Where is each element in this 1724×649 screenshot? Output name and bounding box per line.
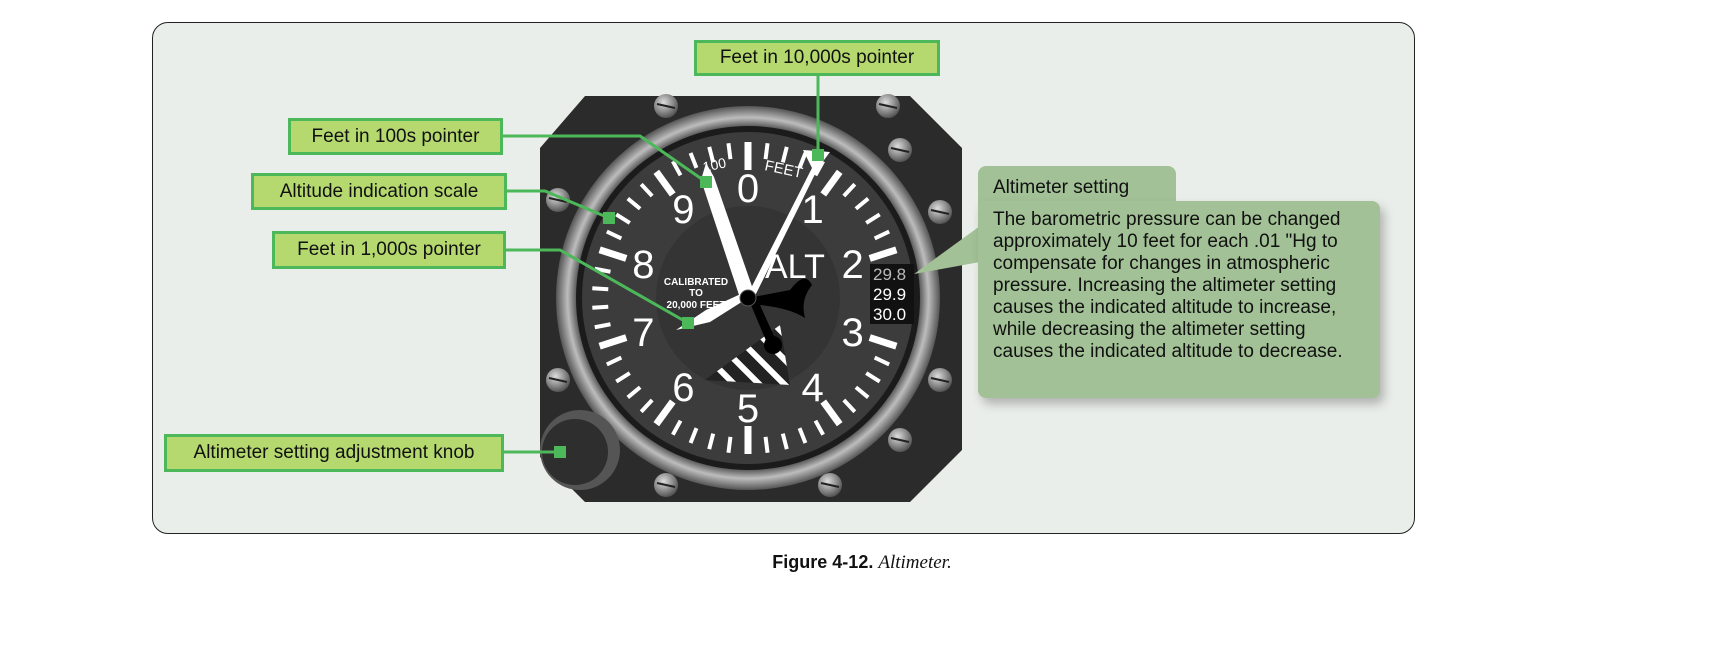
kollsman-value: 29.9 [873, 285, 906, 304]
scale-tick [820, 399, 843, 427]
scale-number: 7 [632, 311, 654, 355]
scale-number: 9 [672, 188, 694, 232]
scale-tick [707, 146, 716, 163]
scale-tick [639, 182, 654, 198]
scale-tick [592, 304, 609, 310]
scale-tick [605, 355, 623, 367]
scale-tick [854, 197, 870, 211]
scale-tick [598, 334, 628, 350]
calibrated-text: CALIBRATED [664, 277, 728, 288]
scale-tick [598, 246, 628, 262]
kollsman-window [870, 264, 914, 324]
scale-tick [626, 197, 642, 211]
scale-tick [653, 169, 676, 197]
scale-tick [797, 152, 808, 169]
scale-number: 4 [802, 366, 824, 410]
scale-number: 2 [841, 243, 863, 287]
scale-tick [592, 286, 609, 292]
pointer-100s [701, 163, 755, 301]
callout-title: Altimeter setting [978, 166, 1176, 206]
scale-tick [865, 371, 881, 384]
label-10000s-pointer: Feet in 10,000s pointer [694, 40, 940, 76]
kollsman-value: 29.8 [873, 265, 906, 284]
scale-tick [594, 322, 611, 330]
label-100s-pointer: Feet in 100s pointer [288, 118, 503, 155]
scale-tick [688, 152, 699, 169]
caption-number: Figure 4-12. [772, 552, 874, 572]
scale-tick [842, 182, 857, 198]
scale-tick [653, 399, 676, 427]
scale-number: 1 [802, 188, 824, 232]
calibrated-to-text: TO [689, 288, 703, 299]
figure-caption: Figure 4-12. Altimeter. [0, 552, 1724, 574]
scale-tick [842, 398, 857, 414]
scale-tick [865, 212, 881, 225]
kollsman-value: 30.0 [873, 305, 906, 324]
scale-tick [726, 436, 733, 454]
scale-tick [763, 436, 770, 454]
scale-tick [726, 142, 733, 160]
scale-tick [780, 146, 789, 163]
scale-number: 6 [672, 366, 694, 410]
label-adjustment-knob: Altimeter setting adjustment knob [164, 434, 504, 472]
scale-tick [813, 160, 825, 177]
scale-tick [615, 371, 631, 384]
label-altitude-scale: Altitude indication scale [251, 173, 507, 210]
callout-body: The barometric pressure can be changed a… [978, 201, 1380, 398]
scale-number: 8 [632, 243, 654, 287]
label-1000s-pointer: Feet in 1,000s pointer [272, 231, 506, 269]
scale-tick [671, 419, 683, 436]
scale-tick [688, 427, 699, 444]
scale-tick [873, 229, 891, 241]
scale-tick [639, 398, 654, 414]
scale-tick [873, 355, 891, 367]
scale-tick [820, 169, 843, 197]
scale-tick [594, 266, 611, 274]
scale-number: 3 [841, 311, 863, 355]
scale-tick [763, 142, 770, 160]
scale-tick [626, 385, 642, 399]
scale-tick [780, 433, 789, 450]
scale-number: 0 [737, 167, 759, 211]
scale-tick [671, 160, 683, 177]
scale-tick [707, 433, 716, 450]
scale-tick [605, 229, 623, 241]
pointer-counterweight [748, 278, 812, 350]
scale-number: 5 [737, 387, 759, 431]
scale-tick [854, 385, 870, 399]
scale-tick [868, 246, 898, 262]
scale-tick [797, 427, 808, 444]
pointer-10000s [745, 150, 830, 302]
calibrated-altitude-text: 20,000 FEET [667, 300, 726, 311]
scale-tick [868, 334, 898, 350]
caption-title: Altimeter. [878, 552, 952, 573]
scale-tick [615, 212, 631, 225]
scale-tick [813, 419, 825, 436]
